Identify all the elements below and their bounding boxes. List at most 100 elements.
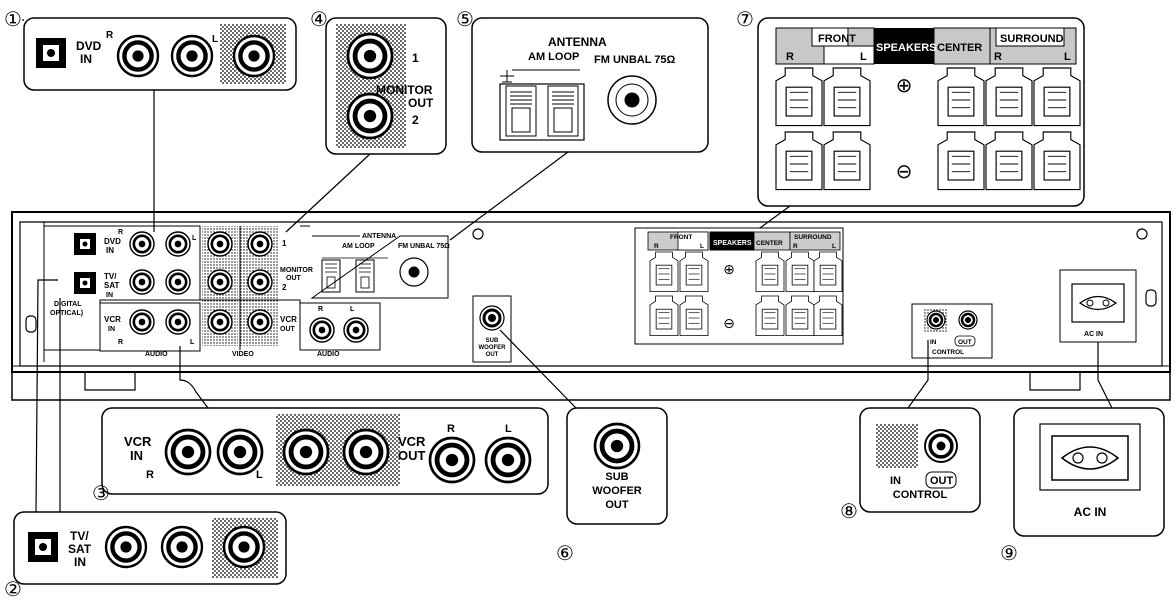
dvd-r-jack[interactable] — [116, 34, 160, 78]
panel-front-r-terminal[interactable] — [649, 251, 679, 336]
subwoofer-jack[interactable] — [593, 422, 641, 470]
panel-front-r: R — [654, 243, 659, 250]
panel-vcr-video-in-jack[interactable] — [207, 309, 233, 335]
monitor-1-jack[interactable] — [346, 32, 394, 80]
panel-audio-label: AUDIO — [145, 351, 168, 358]
dvd-video-jack[interactable] — [232, 34, 276, 78]
panel-labels: R DVD IN L TV/ SAT IN DIGITAL OPTICAL) V… — [50, 229, 355, 358]
vcr-out-l-jack[interactable] — [484, 436, 532, 484]
monitor-1-label: 1 — [412, 51, 419, 65]
callout-1-number: ① — [4, 7, 22, 31]
panel-dvd-r-jack[interactable] — [129, 231, 155, 257]
front-r-terminal[interactable] — [775, 67, 823, 191]
callout-1: ① — [4, 7, 155, 232]
monitor-2-jack[interactable] — [346, 92, 394, 140]
panel-monitor-label: MONITOR — [280, 267, 313, 274]
panel-surround-l-terminal[interactable] — [813, 251, 843, 336]
panel-control-label: CONTROL — [932, 349, 964, 356]
panel-woofer-label: WOOFER — [479, 345, 507, 351]
ac-in-label: AC IN — [1074, 505, 1107, 519]
dvd-r-label: R — [106, 30, 114, 41]
callout-6-number: ⑥ — [556, 541, 574, 565]
panel-vcr-in-r-jack[interactable] — [129, 309, 155, 335]
panel-tv-r-jack[interactable] — [129, 269, 155, 295]
panel-center-terminal[interactable] — [755, 251, 785, 336]
front-r-label: R — [786, 51, 794, 63]
detail-speaker-terminals — [104, 32, 1081, 569]
panel-antenna-label: ANTENNA — [362, 233, 396, 240]
dvd-l-label: L — [212, 34, 218, 45]
panel-front-l: L — [700, 243, 704, 250]
panel-surround-r: R — [793, 243, 798, 250]
front-l-terminal[interactable] — [823, 67, 871, 191]
panel-sat-label: SAT — [104, 281, 120, 290]
front-label: FRONT — [818, 33, 856, 45]
panel-vcr-out-r-jack[interactable] — [309, 317, 335, 343]
control-out-jack[interactable] — [924, 429, 958, 463]
panel-optical-label: OPTICAL) — [50, 310, 83, 317]
panel-speaker-terminals — [649, 251, 843, 336]
panel-vcr-in-sub: IN — [108, 326, 115, 333]
panel-r-label-2: R — [118, 339, 123, 346]
panel-front-label: FRONT — [670, 234, 692, 241]
panel-monitor-1-jack[interactable] — [247, 231, 273, 257]
panel-monitor-1-label: 1 — [282, 239, 287, 248]
vcr-out-r-jack[interactable] — [428, 436, 476, 484]
panel-am-loop-label: AM LOOP — [342, 243, 375, 250]
panel-rca-jacks — [129, 231, 369, 343]
panel-optical-dvd[interactable] — [74, 233, 96, 255]
panel-out-l-label: L — [350, 306, 355, 313]
panel-vcr-in-l-jack[interactable] — [165, 309, 191, 335]
vcr-video-in-jack[interactable] — [282, 428, 330, 476]
tv-sat-r-jack[interactable] — [104, 525, 148, 569]
panel-monitor-2-jack[interactable] — [247, 269, 273, 295]
tv-sat-video-jack[interactable] — [222, 525, 266, 569]
chassis — [11, 211, 1171, 401]
surround-r-label: R — [994, 51, 1002, 63]
panel-tv-video-jack[interactable] — [207, 269, 233, 295]
vcr-video-out-jack[interactable] — [342, 428, 390, 476]
callout-2-number: ② — [4, 577, 22, 601]
panel-surround-r-terminal[interactable] — [785, 251, 815, 336]
panel-fm-label: FM UNBAL 75Ω — [398, 243, 450, 250]
surround-l-terminal[interactable] — [1033, 67, 1081, 191]
panel-surround-label: SURROUND — [794, 234, 832, 241]
panel-tv-label: TV/ — [104, 272, 117, 281]
antenna-label: ANTENNA — [548, 35, 607, 49]
callout-9: ⑨ — [1000, 342, 1113, 565]
out-label: OUT — [605, 499, 629, 511]
vcr-in-l-jack[interactable] — [216, 428, 264, 476]
woofer-label: WOOFER — [592, 485, 642, 497]
panel-vcr-in-label: VCR — [104, 315, 121, 324]
center-r-terminal[interactable] — [937, 67, 985, 191]
callout-4-number: ④ — [310, 7, 328, 31]
vcr-in-r-jack[interactable] — [164, 428, 212, 476]
panel-tv-l-jack[interactable] — [165, 269, 191, 295]
surround-l-label: L — [1064, 51, 1071, 63]
panel-minus-icon: ⊖ — [723, 316, 735, 332]
sat-label: SAT — [68, 542, 92, 556]
surround-r-terminal[interactable] — [985, 67, 1033, 191]
panel-front-l-terminal[interactable] — [679, 251, 709, 336]
panel-r-label: R — [118, 229, 123, 236]
control-label: CONTROL — [893, 489, 948, 501]
panel-l-label: L — [192, 235, 197, 242]
dvd-l-jack[interactable] — [170, 34, 214, 78]
panel-center-label: CENTER — [756, 240, 783, 247]
front-l-label: L — [860, 51, 867, 63]
panel-optical-tv-sat[interactable] — [74, 272, 96, 294]
callout-4: ④ — [285, 7, 371, 233]
callout-3-number: ③ — [92, 481, 110, 505]
callout-7-number: ⑦ — [736, 7, 754, 31]
panel-vcr-out-l-jack[interactable] — [343, 317, 369, 343]
callout-3: ③ — [92, 346, 209, 505]
control-in-label: IN — [890, 475, 901, 487]
panel-sub-label: SUB — [486, 338, 499, 344]
panel-audio-label-2: AUDIO — [317, 351, 340, 358]
panel-digital-label: DIGITAL — [54, 301, 82, 308]
panel-dvd-l-jack[interactable] — [165, 231, 191, 257]
panel-vcr-video-out-jack[interactable] — [247, 309, 273, 335]
panel-dvd-video-jack[interactable] — [207, 231, 233, 257]
vcr-out-sub: OUT — [398, 448, 426, 463]
tv-sat-l-jack[interactable] — [160, 525, 204, 569]
